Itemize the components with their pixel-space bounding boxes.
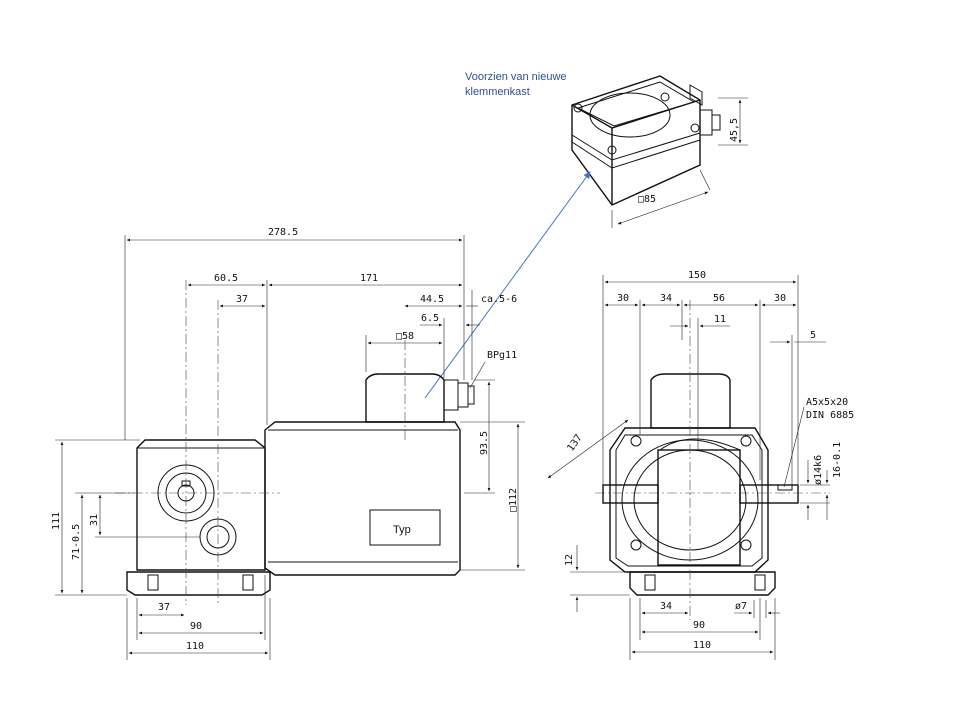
front-key-offset: 5 [810, 330, 816, 341]
housing-height: 111 [51, 512, 62, 530]
motor-square: □112 [508, 488, 519, 512]
foot-width: 90 [190, 621, 202, 632]
terminal-box-view: 45,5 □85 [571, 75, 748, 228]
front-seg1: 30 [617, 293, 629, 304]
foot-offset: 37 [158, 602, 170, 613]
front-seg3: 56 [713, 293, 725, 304]
hub-height: 31 [89, 514, 100, 526]
front-hub: 11 [714, 314, 726, 325]
box-step: 6.5 [421, 313, 439, 324]
front-shaft-len: 16-0.1 [832, 442, 843, 478]
shaft-offset: 37 [236, 294, 248, 305]
box-height-label: 45,5 [729, 118, 740, 142]
motor-length: 171 [360, 273, 378, 284]
front-foot-height: 12 [564, 554, 575, 566]
front-hole-dia: ø7 [735, 601, 747, 612]
front-view: 150 30 34 56 30 11 5 A5x5x20 DIN 6885 13… [547, 270, 854, 660]
box-height: 93.5 [479, 431, 490, 455]
gear-offset: 60.5 [214, 273, 238, 284]
nameplate-label: Typ [393, 524, 411, 536]
shaft-height: 71-0.5 [71, 524, 82, 560]
annotation-line-2: klemmenkast [465, 86, 530, 98]
annotation-note: Voorzien van nieuwe klemmenkast [465, 70, 567, 100]
overall-length: 278.5 [268, 227, 298, 238]
front-key-spec-2: DIN 6885 [806, 410, 854, 421]
front-foot-offset: 34 [660, 601, 672, 612]
box-square: □58 [396, 331, 414, 342]
annotation-line-1: Voorzien van nieuwe [465, 71, 567, 83]
box-clearance: ca.5-6 [481, 294, 517, 305]
side-view: Typ 278.5 60.5 171 37 44.5 ca.5-6 6.5 [51, 227, 525, 660]
front-seg4: 30 [774, 293, 786, 304]
front-width: 150 [688, 270, 706, 281]
front-foot-width: 90 [693, 620, 705, 631]
front-diagonal: 137 [565, 433, 584, 454]
pointer-arrow [424, 171, 591, 399]
front-key-spec-1: A5x5x20 [806, 397, 848, 408]
front-shaft-dia: ø14k6 [813, 455, 824, 485]
front-seg2: 34 [660, 293, 672, 304]
cable-gland: BPg11 [487, 350, 517, 361]
front-base-width: 110 [693, 640, 711, 651]
base-width: 110 [186, 641, 204, 652]
box-offset: 44.5 [420, 294, 444, 305]
box-square-label: □85 [638, 194, 656, 205]
